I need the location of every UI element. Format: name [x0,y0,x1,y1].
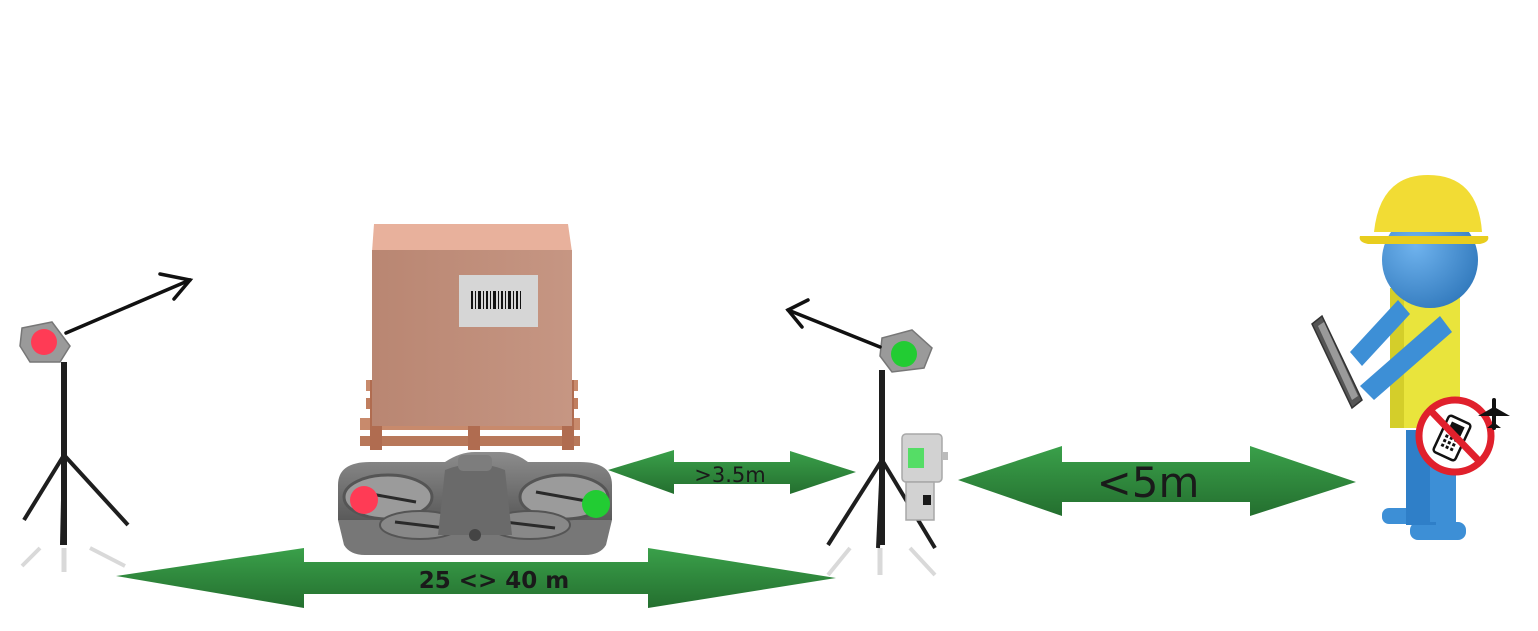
beacon-green-tripod-icon [879,329,933,373]
operator-with-tablet-icon [1311,175,1489,540]
right-beacon-direction-arrow [785,298,882,349]
beacon-spacing-arrow: 25 <> 40 m [116,548,836,608]
barcode-icon [471,291,521,309]
beacon-spacing-label: 25 <> 40 m [419,568,570,594]
gap-distance-label: >3.5m [694,463,765,487]
quadcopter-drone-icon [338,452,612,555]
drone-red-light [350,486,378,514]
airplane-icon [1478,398,1510,430]
left-beacon-direction-arrow [64,272,194,335]
remote-transmitter-icon [901,433,948,521]
drone-green-light [582,490,610,518]
right-beacon [785,298,948,577]
gap-arrow: >3.5m [608,450,856,494]
left-beacon [19,272,194,572]
operator-range-label: <5m [1097,458,1200,507]
beacon-red-tripod-icon [19,321,71,363]
no-mobile-phone-icon [1415,396,1495,476]
operator-range-arrow: <5m [958,446,1356,516]
cargo-box-on-pallet-icon [360,224,580,450]
